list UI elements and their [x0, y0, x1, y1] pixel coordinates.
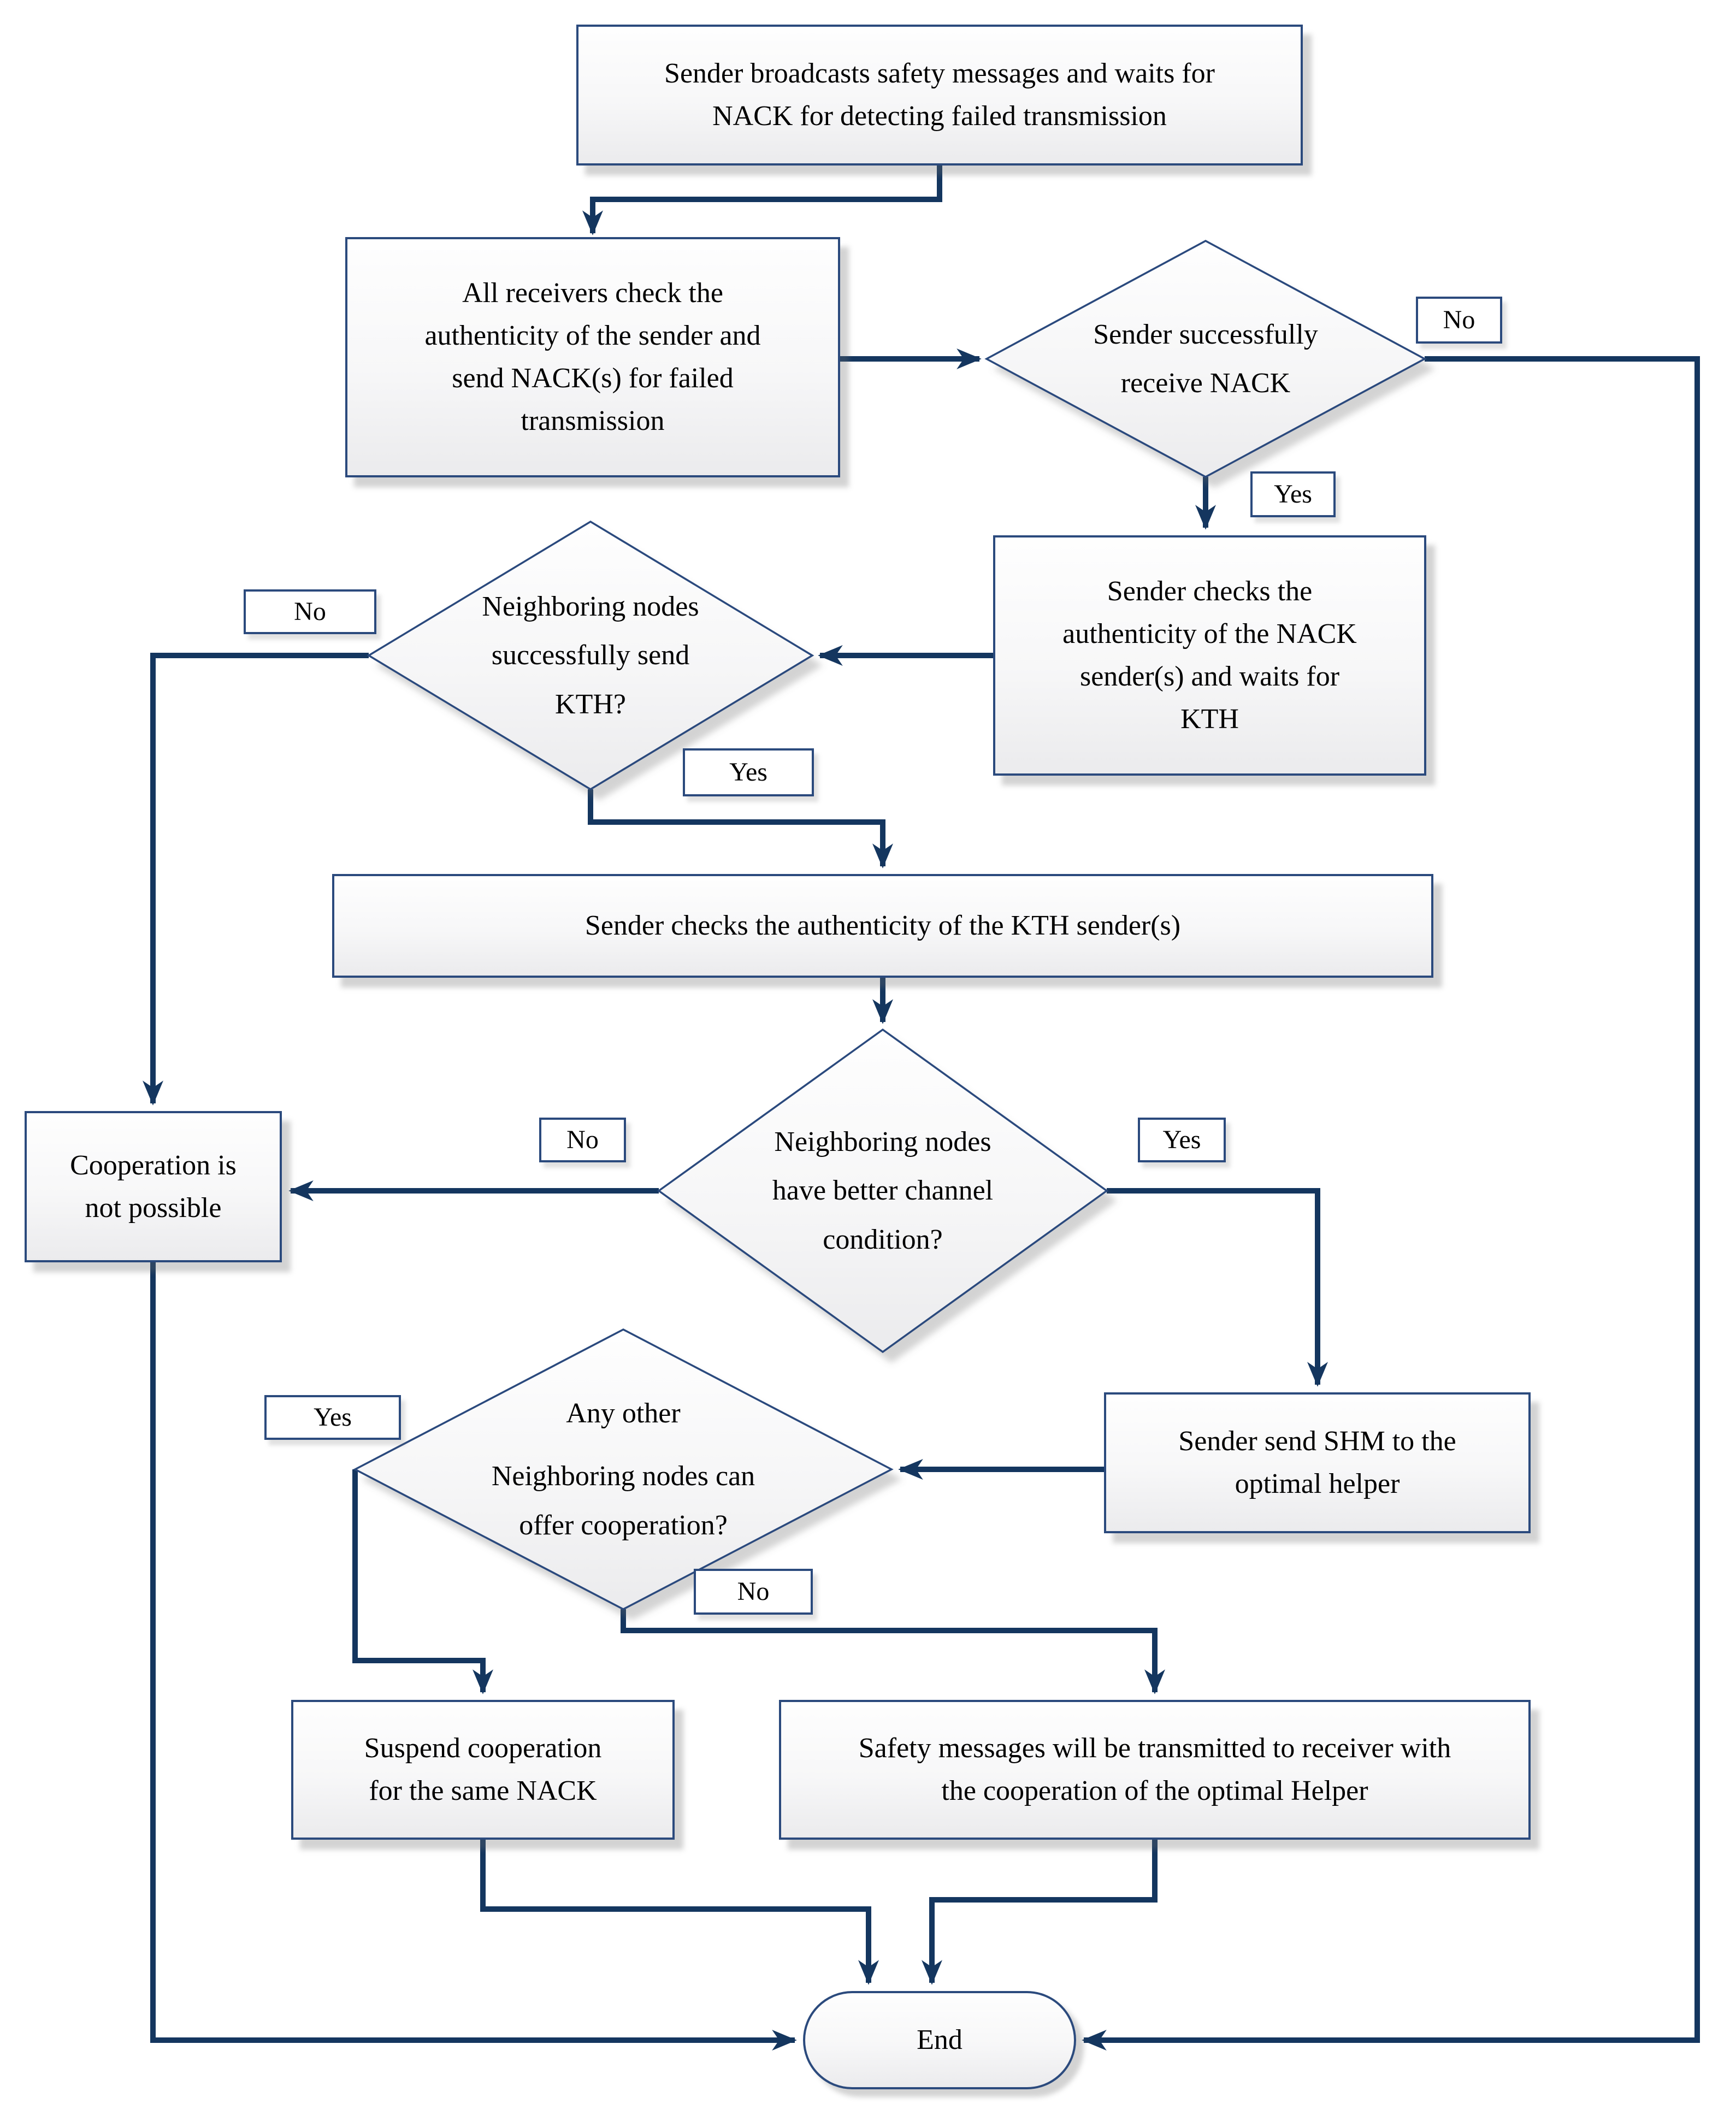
edge-decision-kth-yes-to-check-kth: [588, 789, 893, 869]
start-node: Sender broadcasts safety messages and wa…: [576, 25, 1303, 166]
edge-cooperation-to-end: [150, 1262, 797, 2051]
receivers-check-text: All receivers check the authenticity of …: [424, 277, 761, 436]
check-kth-sender-text: Sender checks the authenticity of the KT…: [584, 910, 1181, 941]
cooperation-not-possible-text: Cooperation is not possible: [70, 1149, 237, 1224]
check-nack-sender-node: Sender checks the authenticity of the NA…: [993, 535, 1426, 776]
label-no-receive-nack: No: [1416, 297, 1502, 344]
label-yes-send-kth: Yes: [683, 748, 814, 796]
label-yes-better-channel: Yes: [1138, 1118, 1226, 1162]
start-node-text: Sender broadcasts safety messages and wa…: [664, 58, 1215, 132]
edge-decision-other-yes-to-suspend: [352, 1469, 493, 1694]
label-yes-other-nodes: Yes: [264, 1395, 401, 1440]
label-yes-send-kth-text: Yes: [729, 758, 767, 787]
send-shm-node: Sender send SHM to the optimal helper: [1104, 1392, 1531, 1533]
decision-receive-nack-shape: [984, 240, 1427, 478]
label-yes-better-channel-text: Yes: [1162, 1125, 1201, 1154]
label-yes-receive-nack: Yes: [1250, 471, 1336, 517]
label-no-receive-nack-text: No: [1443, 305, 1475, 334]
edge-safety-to-end: [922, 1840, 1158, 1985]
edge-decision-other-no-to-safety: [621, 1609, 1165, 1694]
edge-decision-channel-yes-to-shm: [1107, 1188, 1328, 1387]
label-yes-receive-nack-text: Yes: [1274, 480, 1312, 509]
end-node: End: [803, 1991, 1076, 2089]
check-kth-sender-node: Sender checks the authenticity of the KT…: [332, 874, 1433, 978]
cooperation-not-possible-node: Cooperation is not possible: [25, 1111, 282, 1262]
end-node-text: End: [917, 2024, 963, 2055]
label-no-better-channel: No: [539, 1118, 626, 1162]
label-no-send-kth-text: No: [294, 597, 326, 626]
label-no-better-channel-text: No: [566, 1125, 599, 1154]
check-nack-sender-text: Sender checks the authenticity of the NA…: [1062, 576, 1357, 735]
suspend-cooperation-text: Suspend cooperation for the same NACK: [364, 1733, 602, 1806]
label-no-other-nodes-text: No: [737, 1577, 770, 1606]
edge-suspend-to-end: [480, 1840, 879, 1985]
decision-better-channel-shape: [657, 1028, 1108, 1354]
edge-decision-kth-no-to-cooperation: [143, 653, 369, 1106]
safety-transmitted-node: Safety messages will be transmitted to r…: [779, 1700, 1531, 1840]
decision-send-kth-shape: [367, 520, 814, 791]
label-no-other-nodes: No: [694, 1569, 813, 1615]
receivers-check-node: All receivers check the authenticity of …: [345, 237, 840, 477]
label-yes-other-nodes-text: Yes: [314, 1403, 352, 1432]
send-shm-text: Sender send SHM to the optimal helper: [1178, 1426, 1456, 1499]
suspend-cooperation-node: Suspend cooperation for the same NACK: [291, 1700, 675, 1840]
label-no-send-kth: No: [244, 589, 376, 634]
safety-transmitted-text: Safety messages will be transmitted to r…: [858, 1733, 1451, 1806]
edge-start-to-receivers: [582, 166, 942, 235]
edge-decision-nack-no-to-end: [1082, 356, 1700, 2051]
decision-other-nodes-shape: [353, 1328, 894, 1610]
